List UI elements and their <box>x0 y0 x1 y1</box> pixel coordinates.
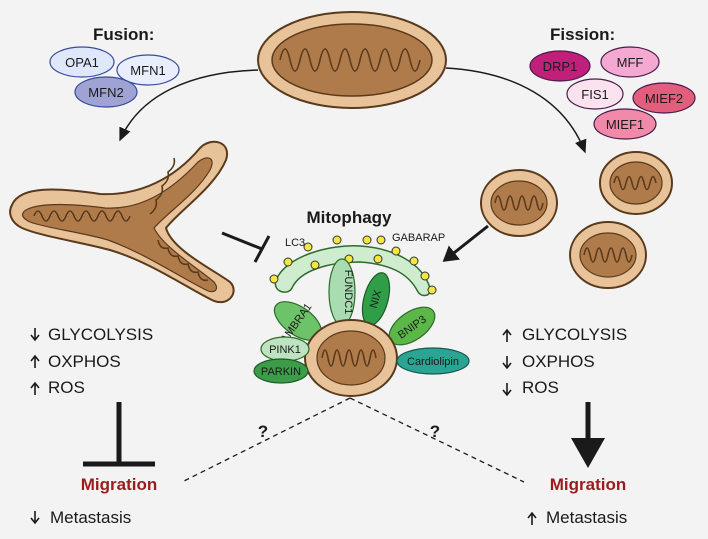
lc3-gabarap-dots <box>269 235 437 295</box>
central-mitochondrion <box>257 11 447 109</box>
receptor-parkin-label: PARKIN <box>261 366 301 378</box>
mitophagy-title: Mitophagy <box>307 208 393 227</box>
left-metabolism-list: GLYCOLYSIS OXPHOS ROS <box>30 325 153 397</box>
fragmented-mitochondrion-3 <box>569 221 647 289</box>
fusion-protein-opa1: OPA1 <box>49 46 115 78</box>
left-glycolysis-row: GLYCOLYSIS <box>30 325 153 344</box>
fission-protein-fis1: FIS1 <box>566 78 624 110</box>
fusion-protein-mfn2: MFN2 <box>74 76 138 108</box>
right-ros-row: ROS <box>502 378 559 397</box>
gabarap-label: GABARAP <box>392 232 445 244</box>
left-oxphos-label: OXPHOS <box>48 352 121 371</box>
fission-protein-fis1-label: FIS1 <box>581 87 608 102</box>
right-oxphos-label: OXPHOS <box>522 352 595 371</box>
fission-title: Fission: <box>550 25 615 44</box>
fission-protein-mief1-label: MIEF1 <box>606 117 644 132</box>
fusion-protein-mfn1: MFN1 <box>116 54 180 86</box>
left-inhibition-to-migration <box>83 402 155 467</box>
fission-protein-mief2-label: MIEF2 <box>645 91 683 106</box>
right-glycolysis-row: GLYCOLYSIS <box>502 325 627 344</box>
fission-protein-drp1-label: DRP1 <box>543 59 578 74</box>
dashed-link-left <box>181 397 351 483</box>
receptor-parkin: PARKIN <box>253 358 309 384</box>
fission-protein-drp1: DRP1 <box>529 50 591 82</box>
left-metastasis-row: Metastasis <box>30 508 131 527</box>
fission-arrow <box>445 67 587 154</box>
phagophore-membrane <box>274 245 431 297</box>
receptor-fundc1: FUNDC1 <box>328 258 356 326</box>
right-promotion-to-migration <box>571 402 605 468</box>
right-ros-label: ROS <box>522 378 559 397</box>
fusion-title: Fusion: <box>93 25 154 44</box>
receptor-cardiolipin: Cardiolipin <box>396 347 470 375</box>
down-arrow-icon <box>30 511 40 525</box>
receptor-cardiolipin-label: Cardiolipin <box>407 356 459 368</box>
receptor-nix-label: NIX <box>368 288 385 309</box>
up-arrow-icon <box>30 381 40 395</box>
question-mark-left: ? <box>258 422 268 441</box>
right-oxphos-row: OXPHOS <box>502 352 595 371</box>
down-arrow-icon <box>502 383 512 397</box>
left-migration-label: Migration <box>81 475 158 494</box>
down-arrow-icon <box>30 328 40 342</box>
fusion-protein-opa1-label: OPA1 <box>65 55 99 70</box>
fusion-protein-mfn1-label: MFN1 <box>130 63 165 78</box>
fused-mitochondrion <box>9 140 235 303</box>
receptor-nix: NIX <box>361 272 391 326</box>
right-metastasis-row: Metastasis <box>527 508 627 527</box>
fusion-arrow <box>119 69 259 142</box>
damaged-mitochondrion <box>304 319 398 397</box>
right-metastasis-label: Metastasis <box>546 508 627 527</box>
right-metabolism-list: GLYCOLYSIS OXPHOS ROS <box>502 325 627 397</box>
up-arrow-icon <box>502 328 512 342</box>
fragmented-mitochondrion-2 <box>599 151 673 215</box>
left-metastasis-label: Metastasis <box>50 508 131 527</box>
fusion-inhibits-mitophagy <box>221 231 271 263</box>
down-arrow-icon <box>502 356 512 370</box>
left-ros-row: ROS <box>30 378 85 397</box>
fission-protein-mff: MFF <box>600 46 660 78</box>
receptor-pink1-label: PINK1 <box>269 344 301 356</box>
fragmented-mitochondrion-1 <box>480 169 558 237</box>
fission-promotes-mitophagy-arrow <box>442 224 489 262</box>
up-arrow-icon <box>30 354 40 368</box>
lc3-label: LC3 <box>285 237 305 249</box>
question-mark-right: ? <box>430 422 440 441</box>
receptor-pink1: PINK1 <box>260 336 310 362</box>
fission-protein-mief2: MIEF2 <box>632 82 696 114</box>
fission-protein-mff-label: MFF <box>617 55 644 70</box>
fusion-protein-mfn2-label: MFN2 <box>88 85 123 100</box>
up-arrow-icon <box>527 511 537 525</box>
left-ros-label: ROS <box>48 378 85 397</box>
right-glycolysis-label: GLYCOLYSIS <box>522 325 627 344</box>
right-migration-label: Migration <box>550 475 627 494</box>
left-oxphos-row: OXPHOS <box>30 352 121 371</box>
receptor-fundc1-label: FUNDC1 <box>342 270 354 315</box>
left-glycolysis-label: GLYCOLYSIS <box>48 325 153 344</box>
fission-protein-mief1: MIEF1 <box>593 108 657 140</box>
